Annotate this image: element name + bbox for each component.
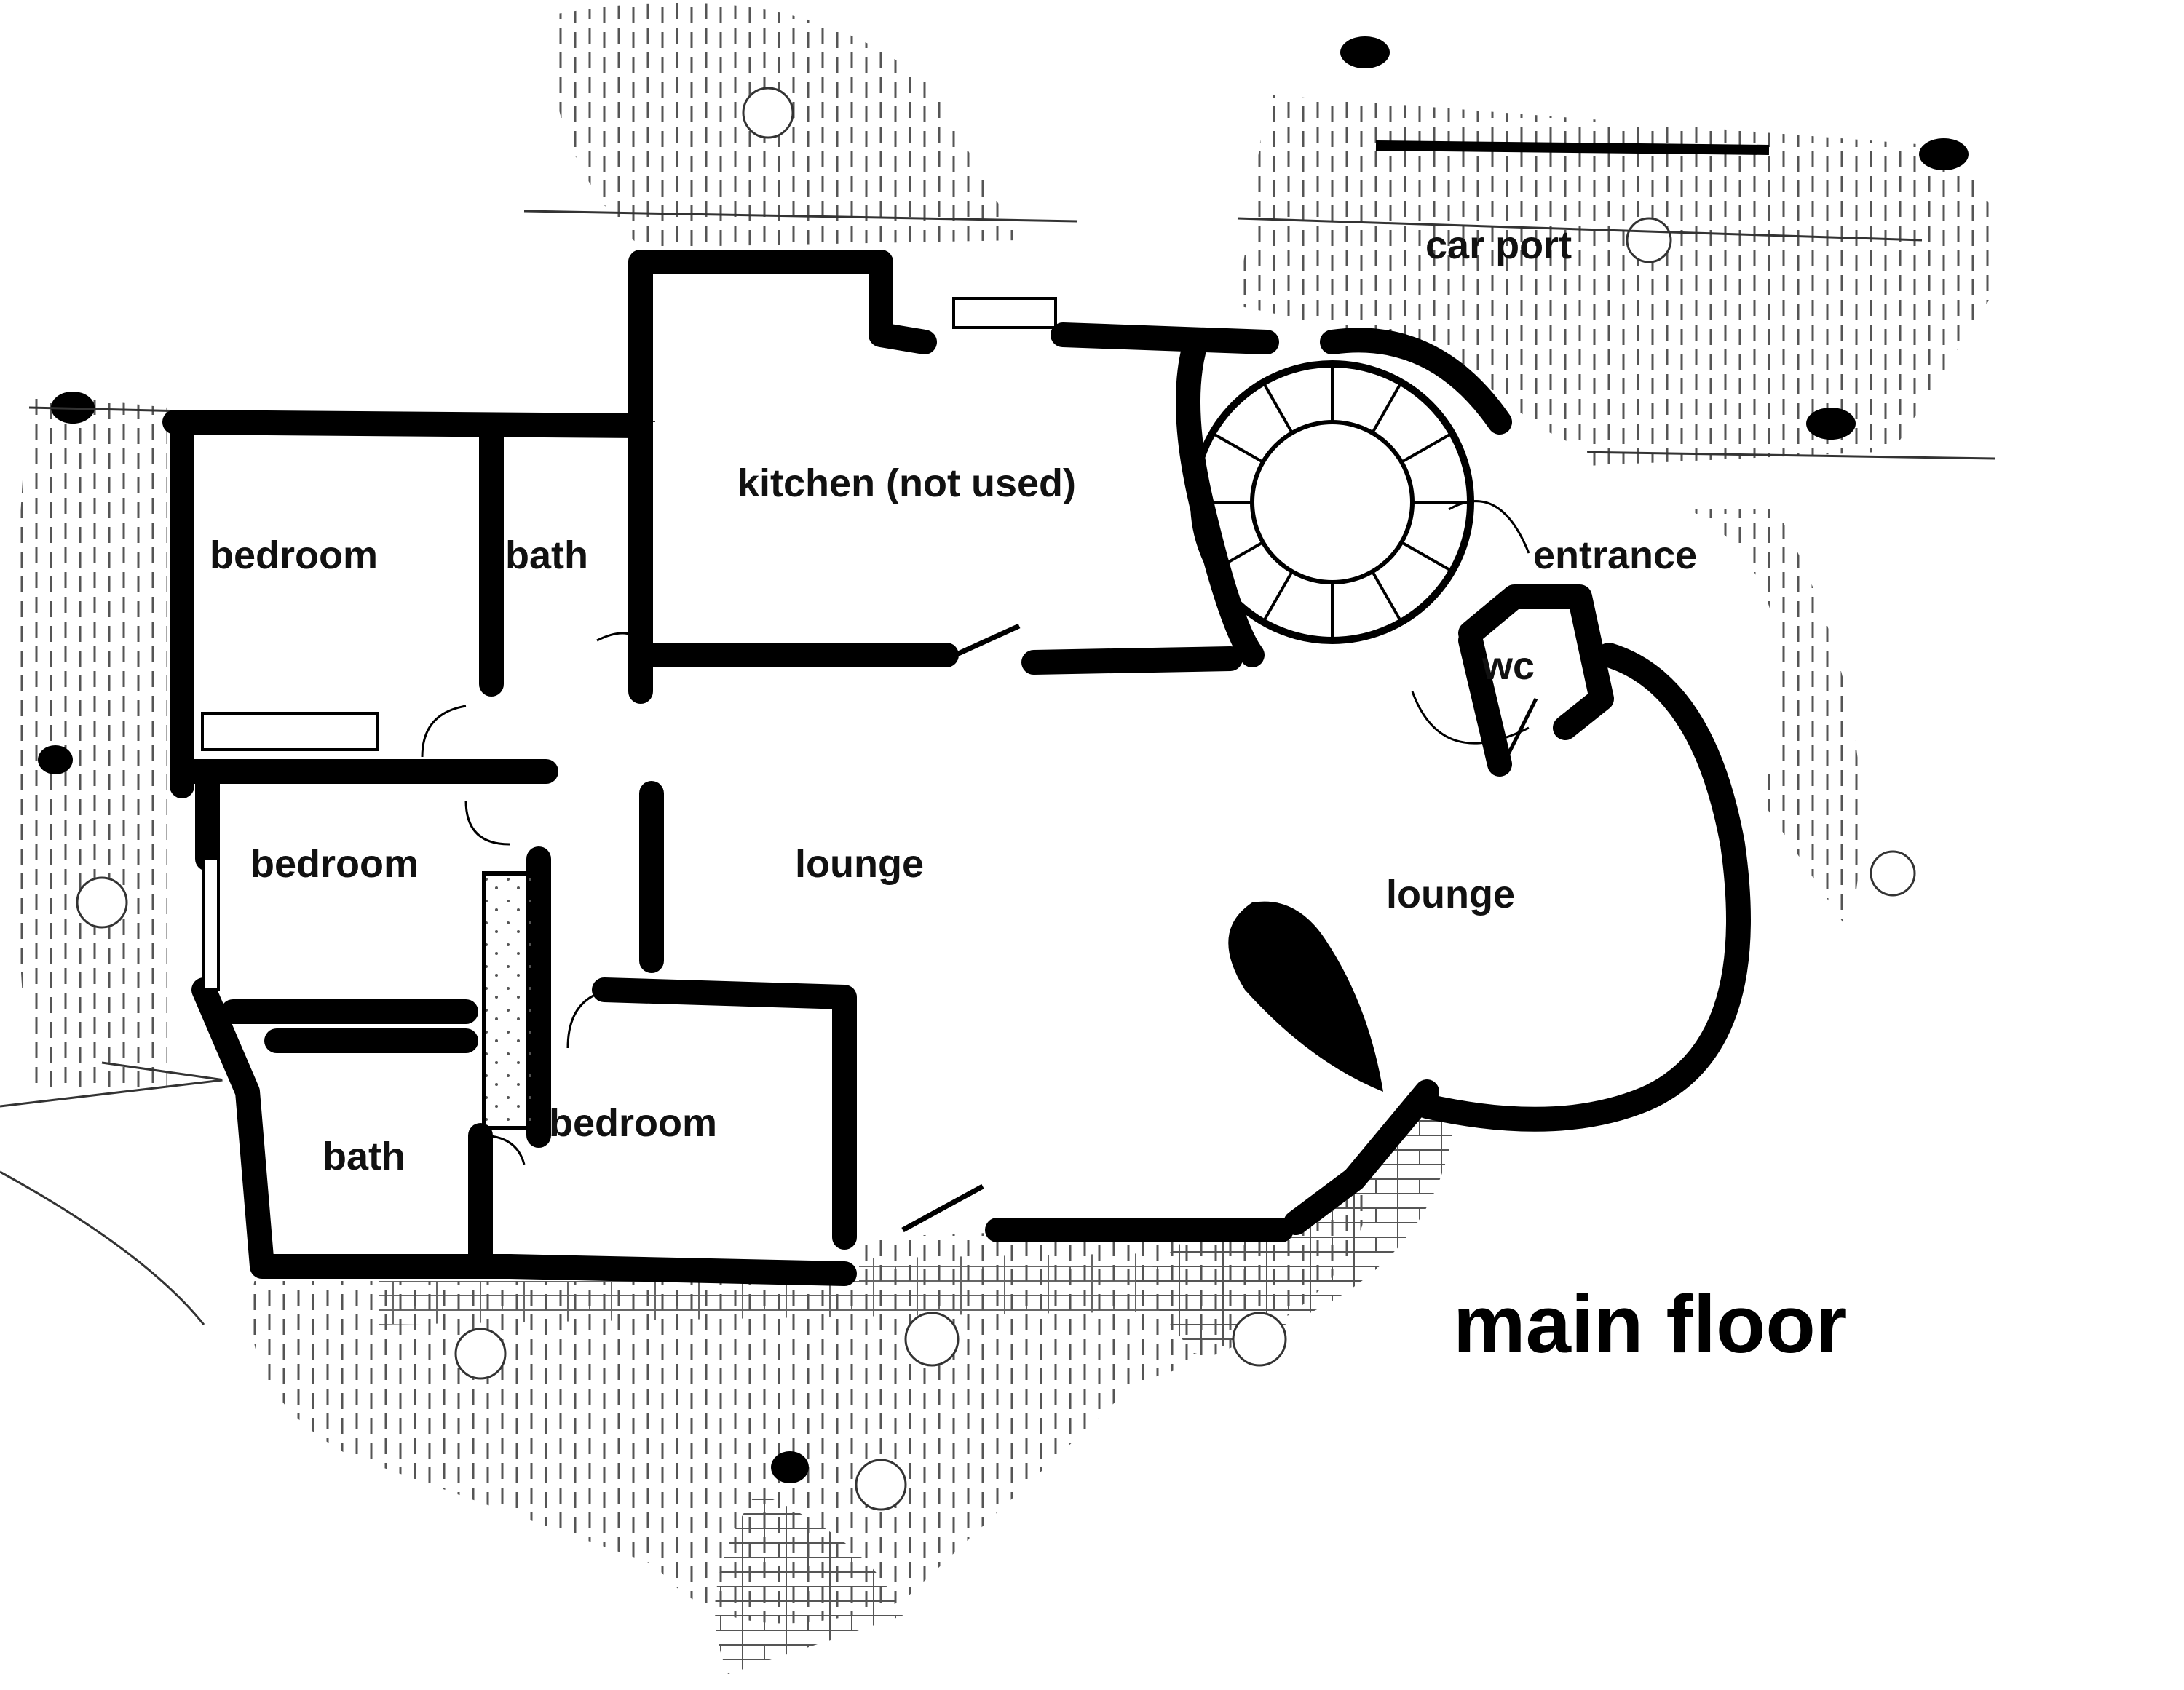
room-label-bath-1: bath (505, 533, 588, 577)
door-swings (421, 500, 1538, 1233)
light-fixture-icon (38, 36, 1969, 1511)
room-label-wc: wc (1482, 644, 1535, 688)
room-label-car-port: car port (1425, 223, 1572, 267)
room-label-kitchen: kitchen (not used) (737, 461, 1077, 505)
room-label-lounge-1: lounge (795, 842, 924, 886)
room-label-bedroom-3: bedroom (549, 1101, 718, 1145)
room-label-entrance: entrance (1533, 533, 1698, 577)
room-label-bedroom-1: bedroom (210, 533, 379, 577)
closet (482, 871, 537, 1130)
plan-title: main floor (1453, 1279, 1848, 1370)
room-label-bath-2: bath (323, 1135, 405, 1178)
fireplace (1228, 901, 1383, 1092)
room-label-bedroom-2: bedroom (250, 842, 419, 886)
car-port-beam (1375, 140, 1770, 155)
room-label-lounge-2: lounge (1386, 873, 1515, 916)
walls (162, 250, 1751, 1286)
windows (201, 297, 1057, 991)
